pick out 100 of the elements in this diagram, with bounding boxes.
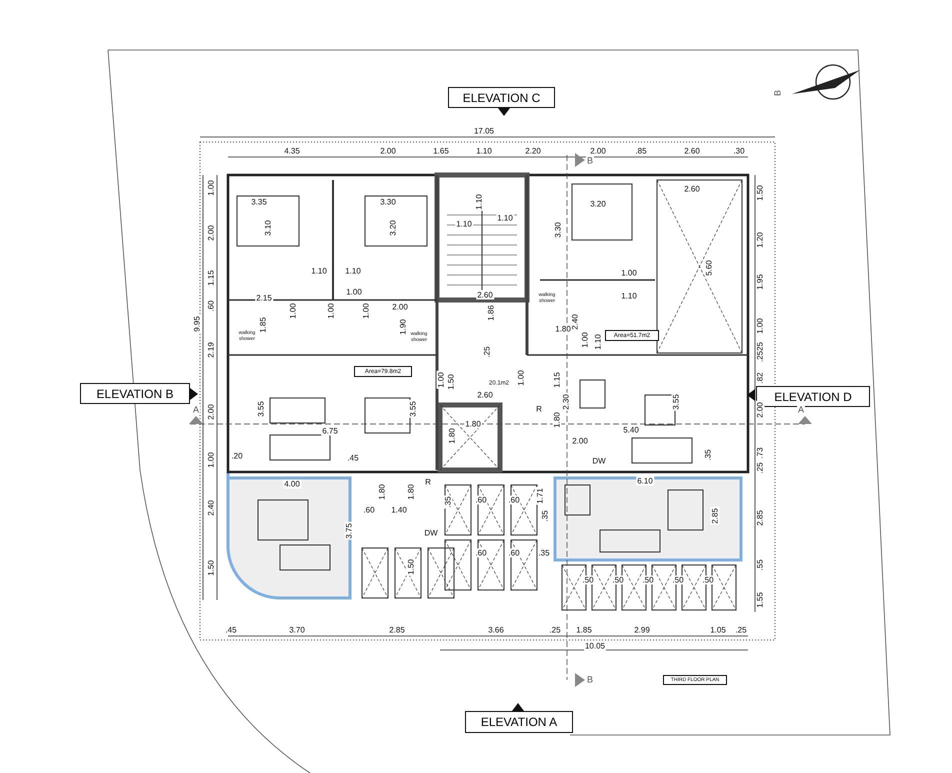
dimension-label: 1.00 bbox=[516, 369, 526, 387]
dimension-label: 2.60 bbox=[683, 146, 701, 156]
dimension-label: 1.10 bbox=[310, 266, 328, 276]
dimension-label: 1.00 bbox=[326, 302, 336, 320]
appliance-label: R bbox=[424, 478, 432, 486]
dimension-label: 4.35 bbox=[283, 146, 301, 156]
dimension-label: 6.10 bbox=[636, 476, 654, 486]
dimension-label: 1.40 bbox=[390, 506, 408, 514]
dimension-label: 2.00 bbox=[206, 403, 216, 421]
dimension-label: 3.30 bbox=[379, 198, 397, 206]
dimension-label: 6.75 bbox=[321, 426, 339, 436]
dimension-label: .60 bbox=[474, 496, 488, 504]
dimension-label: 5.60 bbox=[704, 259, 714, 277]
dimension-label: 2.60 bbox=[476, 290, 494, 300]
dimension-label: 1.50 bbox=[756, 184, 764, 202]
dimension-label: 1.80 bbox=[554, 324, 572, 334]
dimension-label: .2525 bbox=[756, 340, 764, 364]
dimension-label: .60 bbox=[474, 548, 488, 558]
dimension-label: 2.85 bbox=[710, 507, 720, 525]
section-marker: A bbox=[797, 406, 805, 414]
dimension-label: .60 bbox=[206, 299, 216, 313]
dimension-label: .35 bbox=[704, 448, 712, 462]
dimension-label: 3.10 bbox=[264, 219, 272, 237]
dimension-label: .25 bbox=[756, 461, 764, 475]
dimension-label: 2.30 bbox=[562, 393, 570, 411]
dimension-label: .30 bbox=[732, 146, 746, 156]
dimension-label: 1.50 bbox=[406, 558, 416, 576]
dimension-label: 1.00 bbox=[288, 302, 298, 320]
section-marker: A bbox=[192, 406, 200, 414]
dimension-label: 2.85 bbox=[756, 509, 764, 527]
dimension-label: 1.00 bbox=[362, 302, 370, 320]
dimension-label: 3.75 bbox=[344, 522, 354, 540]
dimension-label: 4.00 bbox=[283, 480, 301, 488]
dimension-label: .25 bbox=[548, 626, 562, 634]
dimension-label: 3.55 bbox=[408, 400, 418, 418]
dimension-label: 1.10 bbox=[496, 214, 514, 222]
dimension-label: 1.00 bbox=[580, 331, 590, 349]
dimension-label: .50 bbox=[701, 576, 715, 584]
section-marker: B bbox=[586, 676, 594, 684]
dimension-label: 1.10 bbox=[594, 333, 602, 351]
dimension-label: 1.65 bbox=[432, 146, 450, 156]
dimension-label: .82 bbox=[756, 371, 764, 385]
dimension-label: 2.60 bbox=[476, 390, 494, 400]
dimension-label: 3.55 bbox=[256, 400, 266, 418]
dimension-label: 1.10 bbox=[475, 146, 493, 156]
dimension-label: 1.80 bbox=[464, 420, 482, 428]
dimension-label: 1.50 bbox=[206, 559, 216, 577]
dimension-label: 1.80 bbox=[448, 427, 456, 445]
dimension-label: 3.66 bbox=[487, 626, 505, 634]
dimension-label: .45 bbox=[224, 626, 238, 634]
dimension-label: 10.05 bbox=[584, 642, 606, 650]
dimension-label: .50 bbox=[581, 576, 595, 584]
elevation-tag: ELEVATION B bbox=[80, 383, 190, 404]
dimension-label: 2.00 bbox=[391, 302, 409, 312]
dimension-label: .60 bbox=[507, 496, 521, 504]
dimension-label: .45 bbox=[346, 454, 360, 462]
dimension-label: 2.60 bbox=[683, 184, 701, 194]
dimension-label: .50 bbox=[671, 576, 685, 584]
dimension-label: 1.80 bbox=[406, 483, 416, 501]
dimension-label: .73 bbox=[756, 446, 764, 460]
dimension-label: 1.50 bbox=[446, 373, 456, 391]
dimension-label: .50 bbox=[641, 576, 655, 584]
dimension-label: 1.15 bbox=[552, 371, 562, 389]
dimension-label: 1.95 bbox=[756, 273, 764, 291]
dimension-label: 5.40 bbox=[622, 426, 640, 434]
dimension-label: 3.35 bbox=[250, 198, 268, 206]
dimension-label: 1.86 bbox=[486, 304, 496, 322]
dimension-label: .50 bbox=[611, 576, 625, 584]
dimension-label: .25 bbox=[482, 345, 492, 359]
dimension-label: 1.85 bbox=[258, 316, 268, 334]
dimension-label: 1.10 bbox=[344, 266, 362, 276]
dimension-label: 1.55 bbox=[756, 591, 764, 609]
dimension-label: .35 bbox=[444, 495, 452, 509]
dimension-label: 2.00 bbox=[589, 146, 607, 156]
appliance-label: DW bbox=[591, 456, 607, 466]
dimension-label: 2.00 bbox=[756, 401, 764, 419]
dimension-label: 2.85 bbox=[388, 626, 406, 634]
appliance-label: R bbox=[535, 404, 543, 414]
dimension-label: 2.40 bbox=[570, 313, 580, 331]
dimension-label: 3.70 bbox=[288, 626, 306, 634]
dimension-label: 2.99 bbox=[633, 626, 651, 634]
dimension-label: 2.40 bbox=[206, 499, 216, 517]
dimension-label: .20 bbox=[230, 452, 244, 460]
dimension-label: 1.80 bbox=[378, 483, 386, 501]
dimension-label: 1.10 bbox=[620, 292, 638, 300]
dimension-label: 1.85 bbox=[575, 626, 593, 634]
dimension-label: .85 bbox=[634, 146, 648, 156]
dimension-label: 1.00 bbox=[206, 179, 216, 197]
dimension-label: 1.00 bbox=[206, 451, 216, 469]
dimension-label: 3.20 bbox=[388, 219, 398, 237]
dimension-label: .60 bbox=[507, 548, 521, 558]
dimension-label: 1.00 bbox=[436, 371, 446, 389]
section-marker: B bbox=[586, 156, 594, 166]
elevation-tag: ELEVATION C bbox=[448, 87, 555, 108]
dimension-label: 1.71 bbox=[536, 487, 544, 505]
dimension-label: 3.30 bbox=[554, 221, 562, 239]
dimension-label: .35 bbox=[540, 509, 550, 523]
dimension-label: 1.90 bbox=[398, 318, 408, 336]
dimension-label: 2.19 bbox=[206, 341, 216, 359]
dimension-label: 1.05 bbox=[709, 626, 727, 634]
